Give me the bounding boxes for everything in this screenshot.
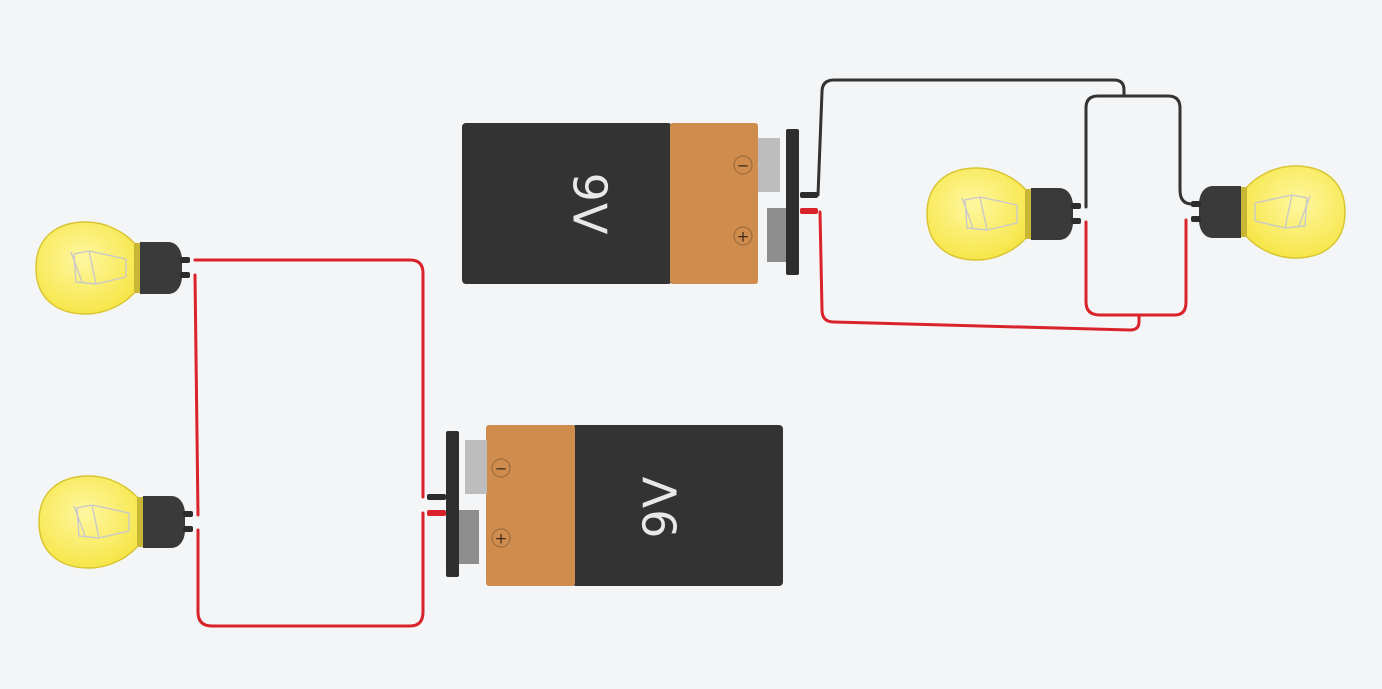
light-bulb-icon	[35, 221, 191, 315]
plus-terminal-marker	[733, 226, 753, 246]
minus-sign: −	[737, 157, 750, 175]
plus-terminal-marker	[491, 528, 511, 548]
battery-body	[572, 425, 783, 586]
plus-terminal[interactable]	[767, 208, 787, 262]
red-lead-connector[interactable]	[800, 208, 818, 214]
wire-red-outer[interactable]	[818, 210, 1141, 332]
black-lead-connector[interactable]	[427, 494, 446, 500]
minus-terminal[interactable]	[465, 440, 487, 494]
wire-red-bulbs-link[interactable]	[193, 273, 200, 517]
plus-sign: +	[737, 228, 750, 246]
wire-black-inner[interactable]	[1084, 94, 1194, 209]
wire-black-outer[interactable]	[816, 78, 1126, 197]
wire-red-top-loop[interactable]	[193, 258, 425, 499]
bulb-left-top[interactable]	[35, 221, 191, 315]
battery-cap	[486, 425, 575, 586]
wire-red-inner[interactable]	[1084, 218, 1188, 317]
bulb-right-b[interactable]	[1190, 165, 1346, 259]
battery-label: 9V	[563, 173, 617, 236]
wire-red-bottom-loop[interactable]	[196, 511, 425, 628]
minus-terminal[interactable]	[758, 138, 780, 192]
red-lead-connector[interactable]	[427, 510, 446, 516]
minus-terminal-marker	[491, 458, 511, 478]
battery-cap	[670, 123, 758, 284]
battery-top[interactable]: 9V − +	[462, 123, 818, 284]
light-bulb-icon	[926, 167, 1082, 261]
battery-label: 9V	[634, 476, 688, 539]
minus-terminal-marker	[733, 155, 753, 175]
plus-terminal[interactable]	[459, 510, 479, 564]
light-bulb-icon	[1190, 165, 1346, 259]
plus-sign: +	[495, 530, 508, 548]
battery-body	[462, 123, 672, 284]
bulb-right-a[interactable]	[926, 167, 1082, 261]
battery-connector-clip[interactable]	[446, 431, 459, 577]
battery-connector-clip[interactable]	[786, 129, 799, 275]
battery-bottom[interactable]: 9V − +	[427, 425, 783, 586]
light-bulb-icon	[38, 475, 194, 569]
black-lead-connector[interactable]	[800, 192, 818, 198]
minus-sign: −	[495, 460, 508, 478]
bulb-left-bottom[interactable]	[38, 475, 194, 569]
